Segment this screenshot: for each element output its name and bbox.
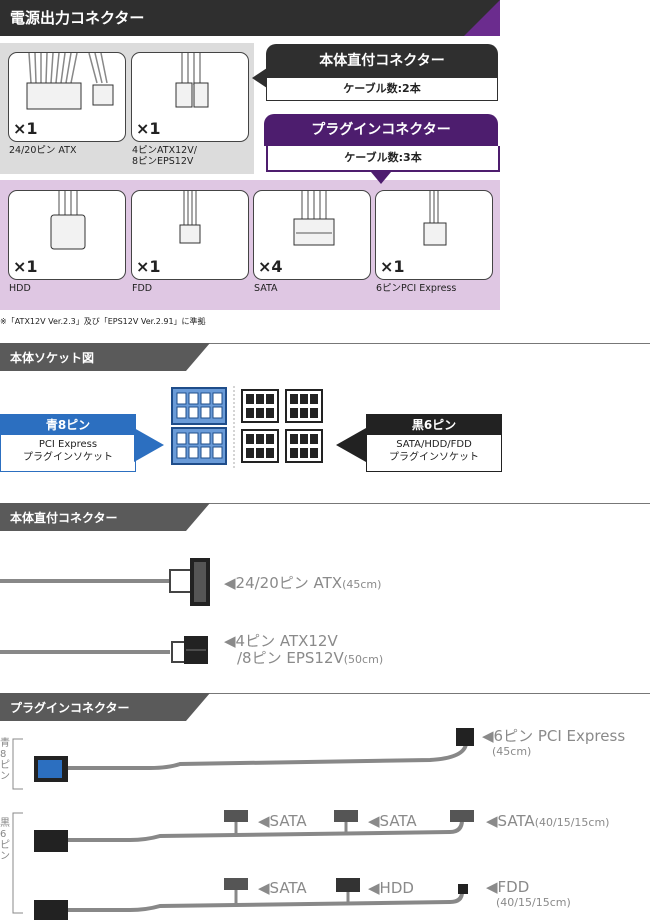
- sata-label-1: ◀SATA: [258, 812, 307, 830]
- sata-label-2: ◀SATA: [368, 812, 417, 830]
- section-header-fixed: [0, 503, 210, 531]
- sata-label-3: ◀SATA(40/15/15cm): [486, 812, 609, 830]
- atx-connector-image: [26, 52, 114, 110]
- divider: [0, 343, 650, 344]
- hdd-label: HDD: [9, 283, 31, 294]
- eps-count: ×1: [136, 119, 161, 138]
- fdd-connector-image: [179, 191, 201, 244]
- fdd-cable-name: ◀FDD: [486, 878, 530, 896]
- eps-label: 4ピンATX12V/ 8ピンEPS12V: [132, 145, 197, 167]
- atx-cable-drawing: [0, 558, 210, 606]
- eps-label-line1: 4ピンATX12V/: [132, 145, 197, 156]
- eps-connector-image: [175, 53, 209, 108]
- compliance-note: ※「ATX12V Ver.2.3」及び「EPS12V Ver.2.91」に準拠: [0, 317, 206, 326]
- sata-cable-drawing: [34, 810, 474, 852]
- sata-label-3-name: ◀SATA: [486, 812, 535, 830]
- sata-label: SATA: [254, 283, 278, 294]
- eps-connector-card: ×1: [131, 52, 249, 142]
- plugin-box-title: プラグインコネクター: [264, 114, 498, 146]
- blue-socket-line2: プラグインソケット: [23, 452, 113, 463]
- section-title-plugin: プラグインコネクター: [10, 701, 130, 715]
- sata-connector-card: ×4: [253, 190, 371, 280]
- eps-cable-line2: /8ピン EPS12V: [237, 649, 344, 667]
- blue-side-label: 青8ピン: [0, 738, 10, 782]
- eps-cable-drawing: [0, 636, 208, 664]
- sata-label-4: ◀SATA: [258, 879, 307, 897]
- sata-connector-image: [293, 191, 335, 246]
- pointer-down-icon: [371, 172, 391, 184]
- atx-cable-label: ◀24/20ピン ATX(45cm): [224, 572, 381, 593]
- pcie-connector-image: [423, 191, 447, 246]
- mixed-cable-drawing: [34, 878, 468, 920]
- pcie-cable-length: (45cm): [492, 745, 532, 758]
- blue-socket-2: [171, 427, 227, 465]
- divider: [0, 693, 650, 694]
- pcie-cable-drawing: [34, 728, 474, 782]
- blue-socket-title: 青8ピン: [1, 415, 135, 435]
- fixed-box-sub: ケーブル数:2本: [266, 78, 498, 101]
- fdd-cable-label: ◀FDD (40/15/15cm): [486, 879, 571, 911]
- section-header-output: [0, 0, 500, 36]
- black-side-label: 黒6ピン: [0, 818, 10, 862]
- section-title-output: 電源出力コネクター: [10, 9, 145, 27]
- atx-count: ×1: [13, 119, 38, 138]
- black-socket-title: 黒6ピン: [367, 415, 501, 435]
- bracket: [12, 738, 23, 790]
- section-title-socket: 本体ソケット図: [10, 351, 95, 365]
- eps-cable-line1: ◀4ピン ATX12V: [224, 632, 338, 650]
- pcie-count: ×1: [380, 257, 405, 276]
- fdd-cable-length: (40/15/15cm): [496, 896, 571, 909]
- divider: [0, 503, 650, 504]
- eps-label-line2: 8ピンEPS12V: [132, 156, 194, 167]
- blue-socket-line1: PCI Express: [38, 439, 98, 450]
- eps-cable-line2-wrap: /8ピン EPS12V(50cm): [224, 650, 383, 668]
- black-socket-box: 黒6ピン SATA/HDD/FDD プラグインソケット: [366, 414, 502, 472]
- plugin-box-sub: ケーブル数:3本: [266, 146, 500, 172]
- sata-count: ×4: [258, 257, 283, 276]
- pcie-cable-label: ◀6ピン PCI Express (45cm): [482, 728, 625, 760]
- pcie-label: 6ピンPCI Express: [376, 283, 457, 294]
- black-socket-line1: SATA/HDD/FDD: [396, 439, 472, 450]
- blue-socket-1: [171, 387, 227, 425]
- sata-length: (40/15/15cm): [534, 816, 610, 829]
- pointer-arrow-icon: [252, 66, 270, 90]
- atx-cable-name: ◀24/20ピン ATX: [224, 574, 343, 592]
- eps-cable-label: ◀4ピン ATX12V /8ピン EPS12V(50cm): [224, 633, 383, 668]
- arrow-left-icon: [336, 428, 366, 462]
- bracket: [12, 812, 23, 914]
- pcie-connector-card: ×1: [375, 190, 493, 280]
- blue-socket-box: 青8ピン PCI Express プラグインソケット: [0, 414, 136, 472]
- hdd-connector-image: [50, 191, 86, 250]
- fdd-label: FDD: [132, 283, 153, 294]
- arrow-right-icon: [134, 428, 164, 462]
- fixed-box-title: 本体直付コネクター: [266, 44, 498, 78]
- hdd-count: ×1: [13, 257, 38, 276]
- black-socket-line2: プラグインソケット: [389, 452, 479, 463]
- section-header-plugin: [0, 693, 210, 721]
- atx-connector-card: ×1: [8, 52, 126, 142]
- hdd-cable-label: ◀HDD: [368, 879, 414, 897]
- fdd-connector-card: ×1: [131, 190, 249, 280]
- hdd-connector-card: ×1: [8, 190, 126, 280]
- fdd-count: ×1: [136, 257, 161, 276]
- eps-cable-length: (50cm): [343, 653, 384, 666]
- atx-cable-length: (45cm): [342, 578, 382, 591]
- pcie-cable-name: ◀6ピン PCI Express: [482, 727, 626, 745]
- section-title-fixed: 本体直付コネクター: [10, 511, 118, 525]
- socket-diagram: [171, 386, 323, 468]
- atx-label: 24/20ピン ATX: [9, 145, 77, 156]
- section-header-socket: [0, 343, 210, 371]
